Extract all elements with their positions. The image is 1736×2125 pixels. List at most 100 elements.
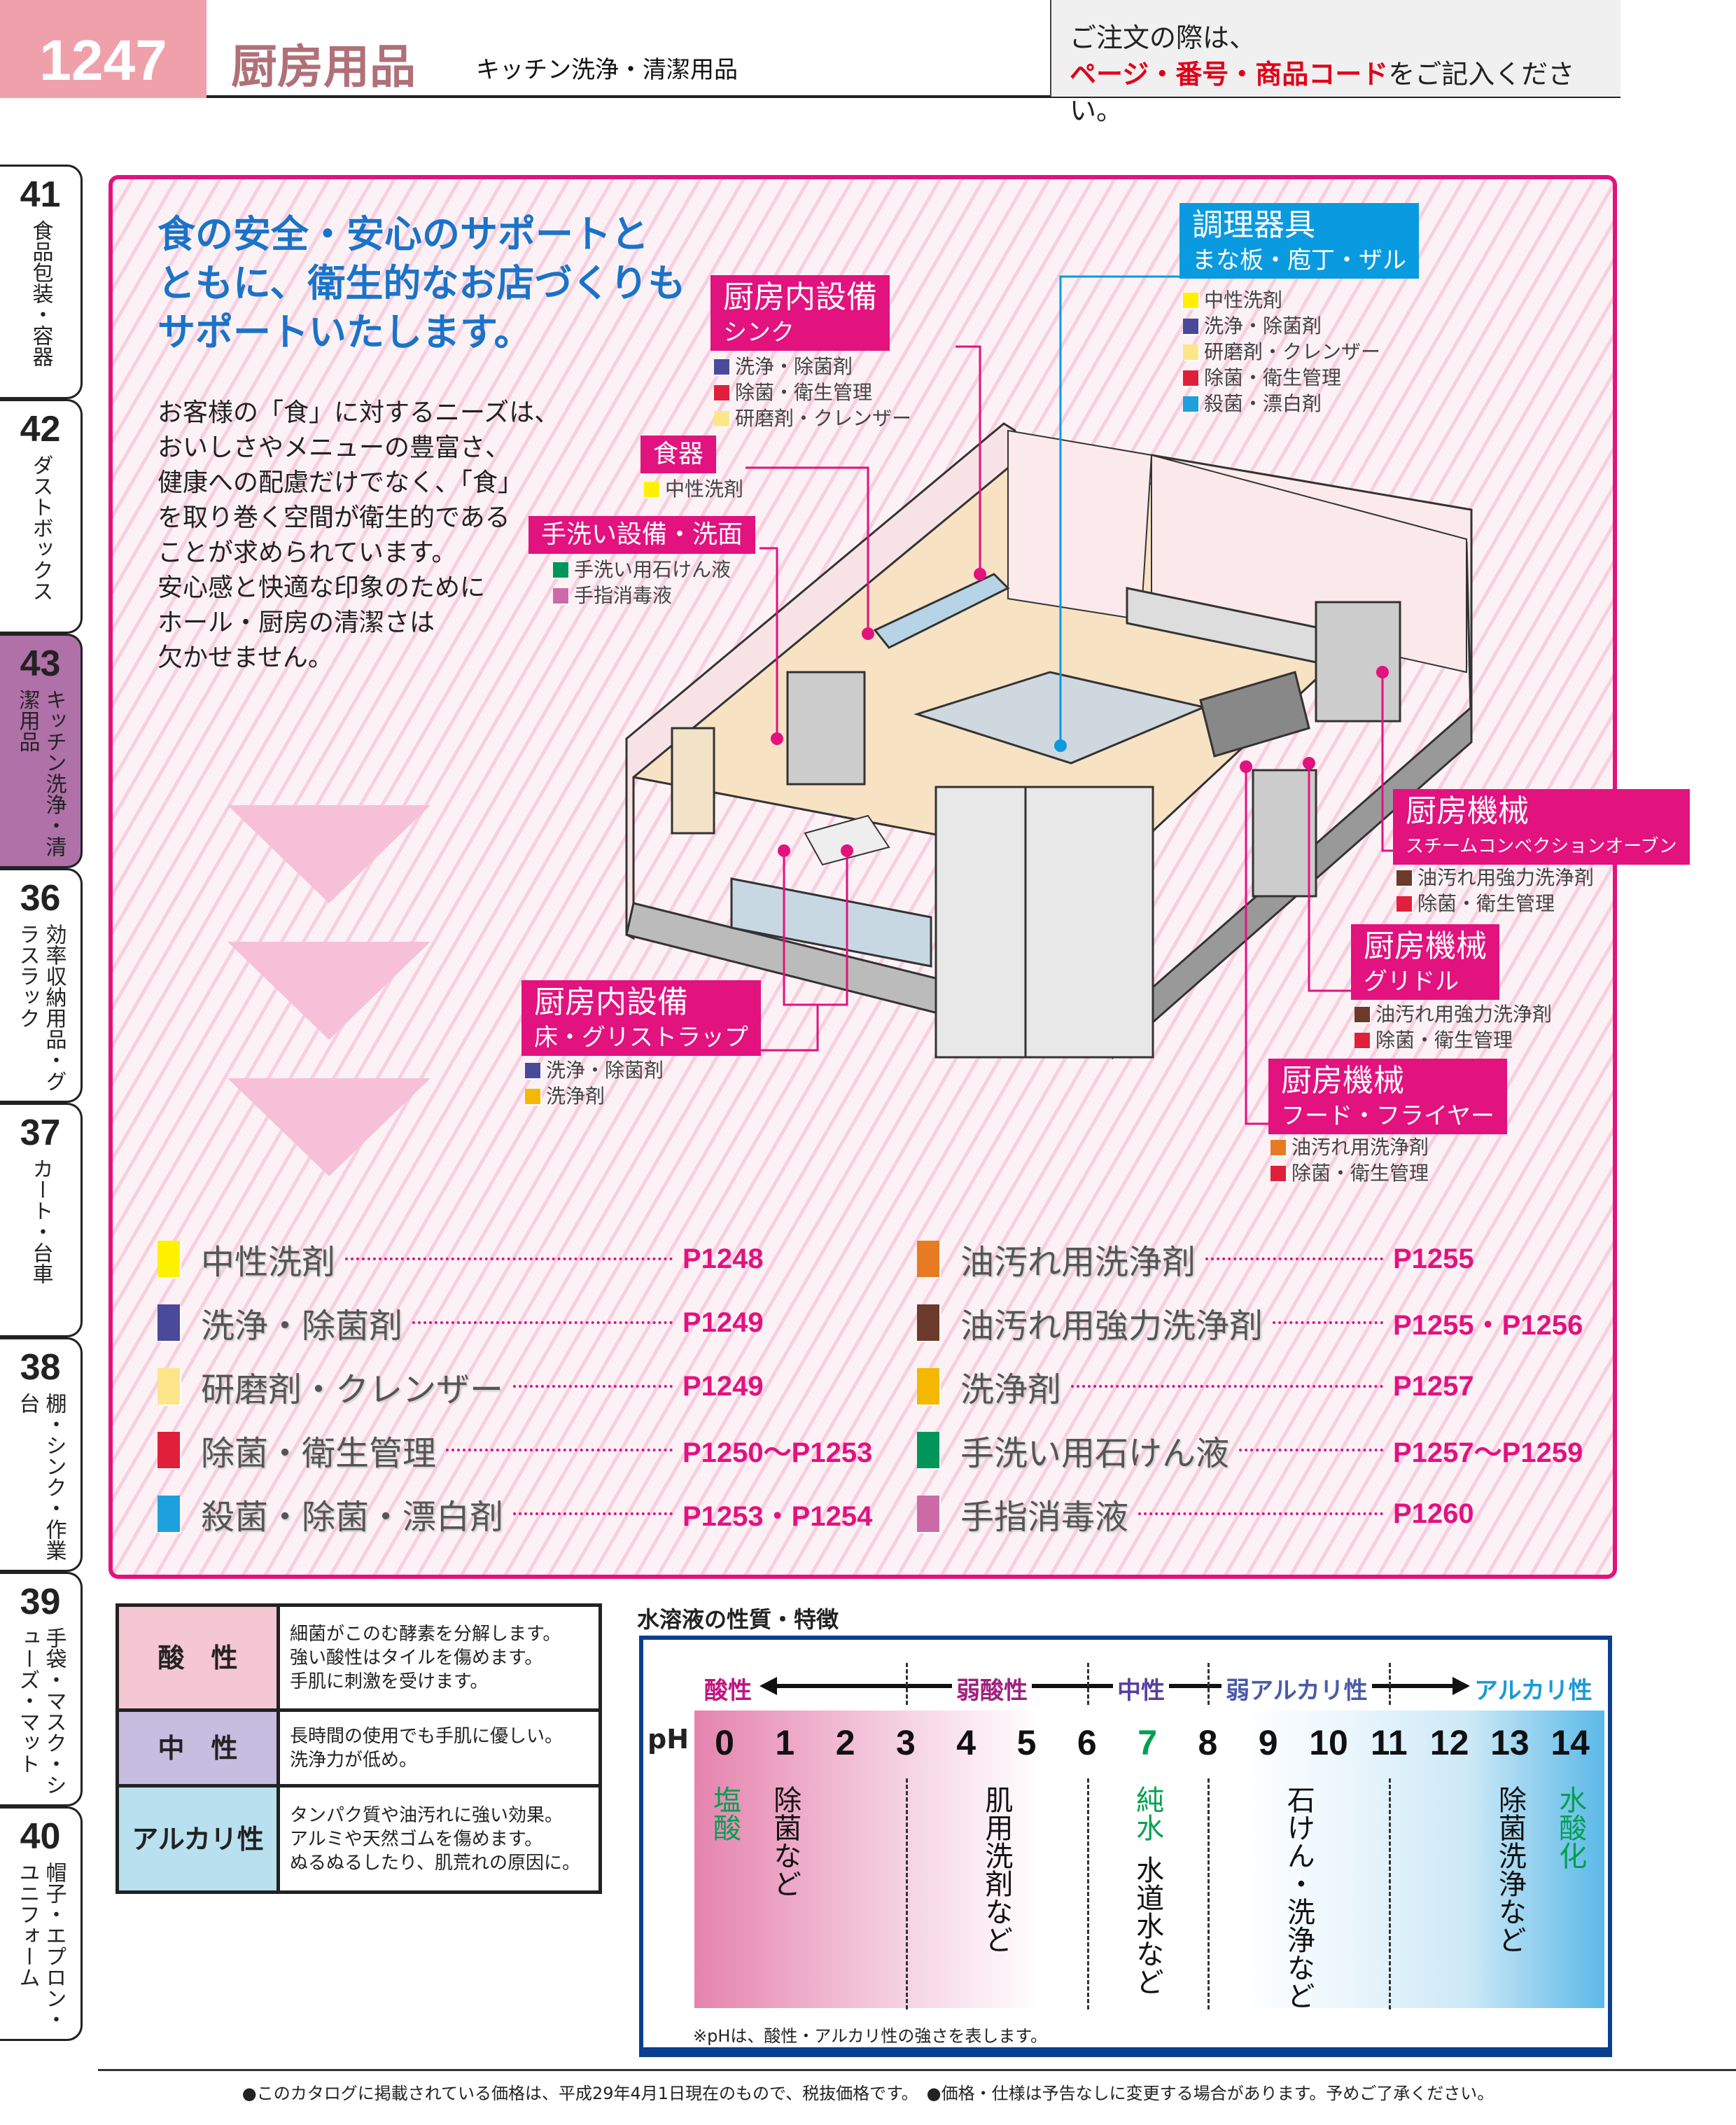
callout-item: 中性洗剤	[644, 476, 743, 502]
ph-category: 中性	[1113, 1671, 1169, 1706]
callout-floor: 厨房内設備床・グリストラップ	[522, 980, 761, 1056]
callout-item: 研磨剤・クレンザー	[1183, 339, 1380, 365]
order-note-highlight: ページ・番号・商品コード	[1070, 59, 1389, 90]
section-title: 厨房用品	[231, 40, 416, 94]
side-tab-number: 43	[20, 643, 61, 684]
property-description: 長時間の使用でも手肌に優しい。洗浄力が低め。	[276, 1708, 602, 1788]
dishwasher	[786, 671, 866, 786]
callout-item: 油汚れ用洗浄剤	[1270, 1134, 1429, 1160]
description-line: タンパク質や油汚れに強い効果。	[290, 1804, 564, 1826]
callout-subtitle: フード・フライヤー	[1281, 1102, 1494, 1130]
legend-page-link[interactable]: P1250～P1253	[682, 1437, 873, 1468]
legend-row[interactable]: 除菌・衛生管理 P1250～P1253	[158, 1426, 892, 1475]
callout-title: 厨房機械	[1406, 793, 1529, 829]
callout-item-label: 洗浄剤	[546, 1085, 606, 1108]
dotted-leader	[446, 1449, 673, 1451]
callout-item: 除菌・衛生管理	[1354, 1027, 1552, 1053]
ph-number: 11	[1370, 1723, 1408, 1762]
legend-label: 手指消毒液	[960, 1498, 1129, 1537]
headline-line: ともに、衛生的なお店づくりも	[158, 261, 686, 305]
legend-label: 油汚れ用洗浄剤	[960, 1243, 1196, 1282]
legend-page-link[interactable]: P1248	[682, 1243, 764, 1274]
description-line: 強い酸性はタイルを傷めます。	[290, 1647, 543, 1668]
color-swatch	[644, 481, 659, 497]
ph-number: 13	[1490, 1723, 1530, 1762]
legend-label: 除菌・衛生管理	[201, 1434, 437, 1473]
callout-handwash: 手洗い設備・洗面	[528, 516, 756, 554]
header-rule	[206, 95, 1620, 98]
ph-example: 水酸化	[1554, 1785, 1587, 1869]
callout-item: 洗浄剤	[525, 1083, 664, 1109]
callout-item-label: 油汚れ用強力洗浄剤	[1376, 1003, 1553, 1026]
ph-note: ※pHは、酸性・アルカリ性の強さを表します。	[693, 2026, 1048, 2046]
side-tab-label: カート・台車	[28, 1158, 53, 1284]
ph-example: 除菌など	[769, 1785, 802, 1897]
door	[671, 727, 715, 835]
ph-divider	[905, 1663, 908, 1705]
callout-items: 手洗い用石けん液手指消毒液	[553, 557, 731, 608]
color-swatch	[1183, 344, 1198, 360]
legend-page-link[interactable]: P1255・P1256	[1393, 1310, 1583, 1341]
callout-title: 厨房内設備	[723, 279, 877, 315]
color-swatch	[553, 562, 568, 578]
ph-divider	[1086, 1778, 1089, 2009]
color-swatch	[1396, 870, 1412, 886]
side-tab-number: 38	[20, 1347, 61, 1388]
callout-item-label: 研磨剤・クレンザー	[735, 407, 912, 430]
side-tab-number: 36	[20, 878, 61, 919]
intro-line: お客様の「食」に対するニーズは、	[158, 398, 560, 427]
properties-table: 酸 性細菌がこのむ酵素を分解します。強い酸性はタイルを傷めます。手肌に刺激を受け…	[115, 1603, 602, 1894]
legend-page-link[interactable]: P1260	[1393, 1498, 1474, 1529]
legend-row[interactable]: 手指消毒液 P1260	[917, 1489, 1596, 1538]
callout-item-label: 油汚れ用強力洗浄剤	[1418, 866, 1595, 889]
callout-item: 油汚れ用強力洗浄剤	[1354, 1001, 1552, 1027]
down-triangle-icon	[227, 805, 430, 903]
legend-page-link[interactable]: P1257	[1393, 1370, 1474, 1402]
side-tab-number: 40	[20, 1816, 61, 1857]
page-number: 1247	[0, 0, 206, 98]
down-triangle-icon	[227, 1078, 430, 1176]
legend-page-link[interactable]: P1257～P1259	[1393, 1437, 1583, 1468]
color-swatch	[1354, 1032, 1370, 1048]
callout-item-label: 洗浄・除菌剤	[735, 355, 853, 378]
legend-page-link[interactable]: P1249	[682, 1370, 764, 1402]
ph-example: 除菌洗浄など	[1493, 1785, 1526, 1953]
grease-trap	[804, 814, 890, 866]
color-swatch	[1270, 1165, 1286, 1181]
ph-number: 7	[1138, 1723, 1157, 1762]
ph-category: アルカリ性	[1470, 1671, 1597, 1706]
color-swatch	[917, 1432, 939, 1468]
ph-number: 9	[1258, 1723, 1278, 1762]
callout-items: 油汚れ用洗浄剤除菌・衛生管理	[1270, 1134, 1429, 1186]
property-name: 酸 性	[115, 1603, 280, 1712]
callout-item: 油汚れ用強力洗浄剤	[1396, 865, 1594, 891]
description-line: ぬるぬるしたり、肌荒れの原因に。	[290, 1852, 580, 1874]
legend-page-link[interactable]: P1249	[682, 1307, 764, 1338]
ph-divider	[905, 1778, 908, 2009]
legend-page-link[interactable]: P1255	[1393, 1243, 1474, 1274]
legend-label: 洗浄剤	[960, 1370, 1062, 1409]
callout-item-label: 研磨剤・クレンザー	[1204, 340, 1381, 363]
legend-row[interactable]: 油汚れ用洗浄剤 P1255	[917, 1234, 1596, 1283]
intro-line: おいしさやメニューの豊富さ、	[158, 433, 511, 462]
legend-page-link[interactable]: P1253・P1254	[682, 1501, 873, 1532]
legend-row[interactable]: 洗浄剤 P1257	[917, 1362, 1596, 1411]
ph-axis-label: pH	[648, 1724, 690, 1755]
callout-hood: 厨房機械フード・フライヤー	[1268, 1059, 1507, 1134]
